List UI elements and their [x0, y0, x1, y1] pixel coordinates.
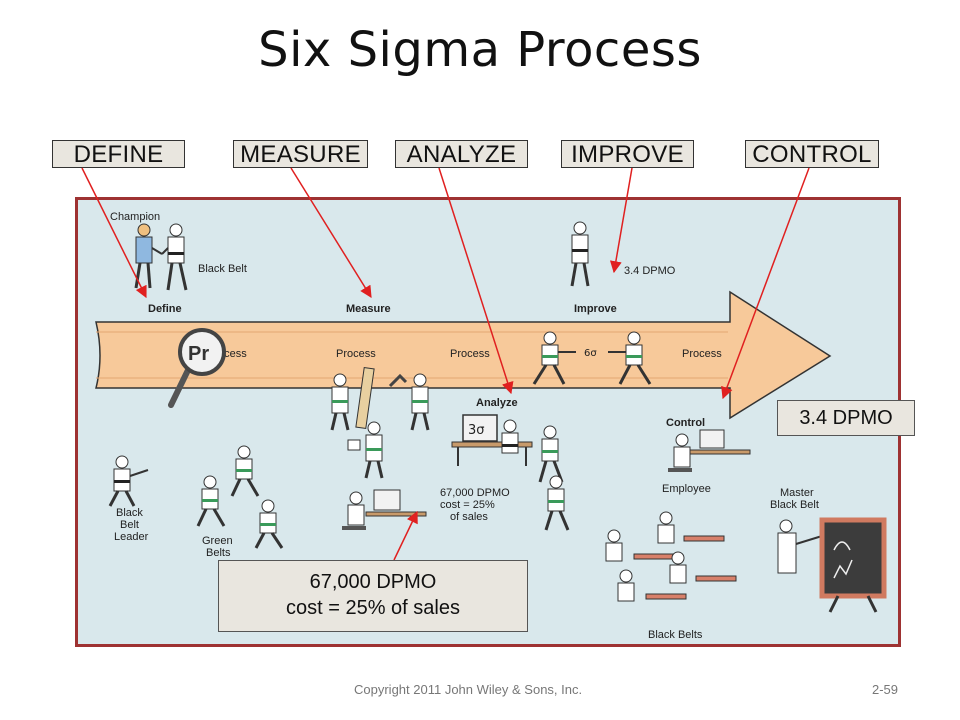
black-belt-figure: [161, 223, 188, 291]
phase-control: CONTROL: [745, 140, 879, 168]
slide-title: Six Sigma Process: [258, 22, 702, 78]
role-champion-label: Champion: [110, 211, 160, 223]
phase-analyze: ANALYZE: [395, 140, 528, 168]
champion-figure: [134, 223, 163, 289]
analyze-cost-line-1: 67,000 DPMO: [309, 571, 437, 593]
role-bbl-line-1: Black: [116, 507, 143, 519]
role-green-belts-line-1: Green: [202, 535, 233, 547]
phase-define: DEFINE: [52, 140, 185, 168]
process-label-2: Process: [336, 348, 376, 360]
stage-analyze-label: Analyze: [476, 397, 518, 409]
chalkboard: [819, 517, 887, 613]
role-mbb-line-2: Black Belt: [770, 499, 819, 511]
black-belts-class: [605, 511, 737, 602]
analyze-note-line-2: cost = 25%: [440, 499, 495, 511]
footer-page-number: 2-59: [872, 682, 899, 697]
analyze-workstation: 3σ: [451, 414, 533, 466]
stage-improve-label: Improve: [574, 303, 617, 315]
stage-control-label: Control: [666, 417, 705, 429]
green-belt-group-left: [196, 445, 284, 549]
role-green-belts-line-2: Belts: [206, 547, 231, 559]
analyze-cost-line-2: cost = 25% of sales: [286, 597, 460, 619]
improve-note: 3.4 DPMO: [624, 265, 676, 277]
control-dpmo-callout: 3.4 DPMO: [777, 400, 915, 436]
stage-define-label: Define: [148, 303, 182, 315]
phase-improve: IMPROVE: [561, 140, 694, 168]
six-sigma-burst: 6σ: [584, 348, 597, 359]
stage-measure-label: Measure: [346, 303, 391, 315]
analyze-note-line-3: of sales: [450, 511, 488, 523]
role-mbb-line-1: Master: [780, 487, 814, 499]
phase-measure: MEASURE: [233, 140, 368, 168]
analyze-cost-callout: 67,000 DPMO cost = 25% of sales: [218, 560, 528, 632]
green-belt-group-right: [538, 425, 570, 531]
employee-computer-left: [342, 489, 427, 530]
master-black-belt-figure: [777, 519, 823, 574]
magnifying-glass-icon: Pr: [168, 328, 226, 408]
sigma-screen-text: 3σ: [468, 423, 485, 438]
improve-black-belt-figure: [570, 221, 590, 287]
role-bbl-line-3: Leader: [114, 531, 149, 543]
process-label-3: Process: [450, 348, 490, 360]
role-black-belt-label: Black Belt: [198, 263, 247, 275]
black-belt-leader-figure: [108, 455, 149, 507]
role-employee-label: Employee: [662, 483, 711, 495]
footer-copyright: Copyright 2011 John Wiley & Sons, Inc.: [354, 682, 583, 697]
analyze-note-line-1: 67,000 DPMO: [440, 487, 510, 499]
process-label-4: Process: [682, 348, 722, 360]
role-black-belts-label: Black Belts: [648, 629, 703, 641]
control-employee-workstation: [668, 429, 751, 472]
measure-team-figures: [330, 367, 430, 479]
role-bbl-line-2: Belt: [120, 519, 139, 531]
magnified-text: Pr: [188, 343, 209, 365]
sparring-figures: 6σ: [532, 331, 652, 385]
